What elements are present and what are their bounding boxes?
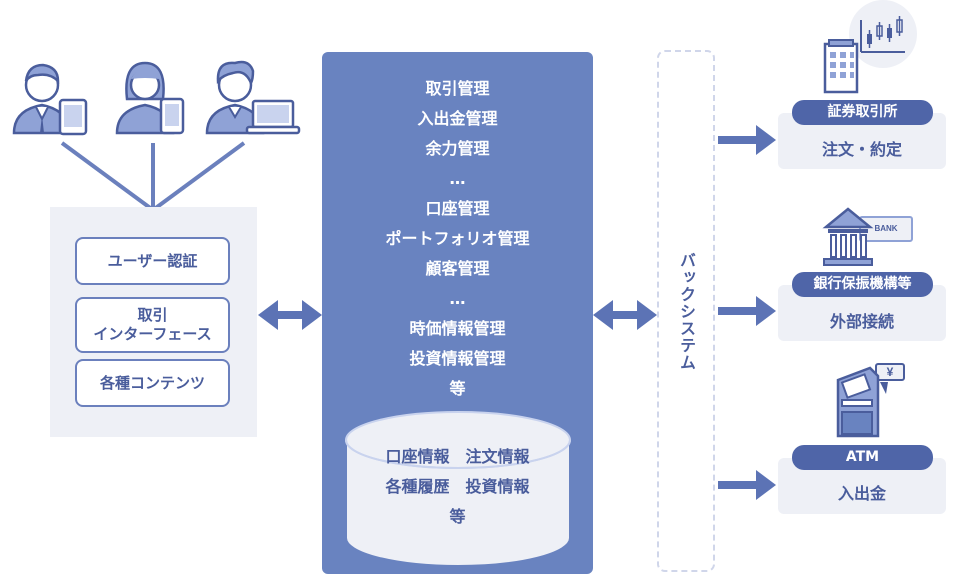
- function-item: 口座管理: [425, 199, 490, 218]
- arrow-to-exchange-icon: [718, 125, 776, 155]
- user-woman-phone-icon: [115, 61, 185, 135]
- db-line-1: 口座情報 注文情報: [385, 447, 530, 466]
- back-system-label: バックシステム: [677, 251, 696, 371]
- function-item: 時価情報管理: [409, 319, 506, 338]
- client-panel: ユーザー認証 取引 インターフェース 各種コンテンツ: [50, 207, 257, 437]
- function-item: 投資情報管理: [409, 349, 506, 368]
- atm-title: ATM: [792, 445, 933, 470]
- exchange-title: 証券取引所: [792, 100, 933, 125]
- database-icon: [345, 411, 571, 567]
- function-list: 取引管理 入出金管理 余力管理 … 口座管理 ポートフォリオ管理 顧客管理 … …: [322, 74, 593, 404]
- user-laptop-icon: [205, 60, 301, 135]
- function-item: 等: [449, 379, 466, 398]
- exchange-subtitle: 注文・約定: [821, 140, 902, 159]
- atm-icon: ¥: [836, 363, 905, 438]
- core-system-panel: 取引管理 入出金管理 余力管理 … 口座管理 ポートフォリオ管理 顧客管理 … …: [322, 52, 593, 574]
- trading-interface-label-1: 取引: [137, 306, 168, 324]
- user-auth-label: ユーザー認証: [107, 251, 198, 270]
- bank-title: 銀行保振機構等: [792, 272, 933, 297]
- contents-box: 各種コンテンツ: [75, 359, 230, 407]
- user-man-tablet-icon: [12, 63, 88, 136]
- function-item: 余力管理: [425, 139, 490, 158]
- db-line-3: 等: [449, 507, 466, 526]
- function-item: …: [449, 169, 466, 188]
- bank-building-icon: BANK: [822, 207, 913, 266]
- db-line-2: 各種履歴 投資情報: [385, 477, 530, 496]
- double-arrow-left-icon: [258, 300, 322, 330]
- function-item: 入出金管理: [417, 109, 498, 128]
- user-auth-box: ユーザー認証: [75, 237, 230, 285]
- double-arrow-right-icon: [593, 300, 657, 330]
- yen-sign-text: ¥: [887, 365, 894, 379]
- arrow-to-bank-icon: [718, 296, 776, 326]
- stock-exchange-building-icon: [823, 0, 917, 94]
- function-item: 顧客管理: [425, 259, 490, 278]
- function-item: ポートフォリオ管理: [385, 229, 530, 248]
- arrow-to-atm-icon: [718, 470, 776, 500]
- trading-interface-label-2: インターフェース: [93, 325, 212, 343]
- atm-subtitle: 入出金: [837, 484, 886, 503]
- bank-sign-text: BANK: [874, 224, 897, 233]
- function-item: …: [449, 289, 466, 308]
- bank-subtitle: 外部接続: [829, 312, 894, 331]
- contents-label: 各種コンテンツ: [99, 373, 205, 392]
- back-system-box: バックシステム: [657, 50, 715, 572]
- function-item: 取引管理: [425, 79, 490, 98]
- trading-interface-box: 取引 インターフェース: [75, 297, 230, 353]
